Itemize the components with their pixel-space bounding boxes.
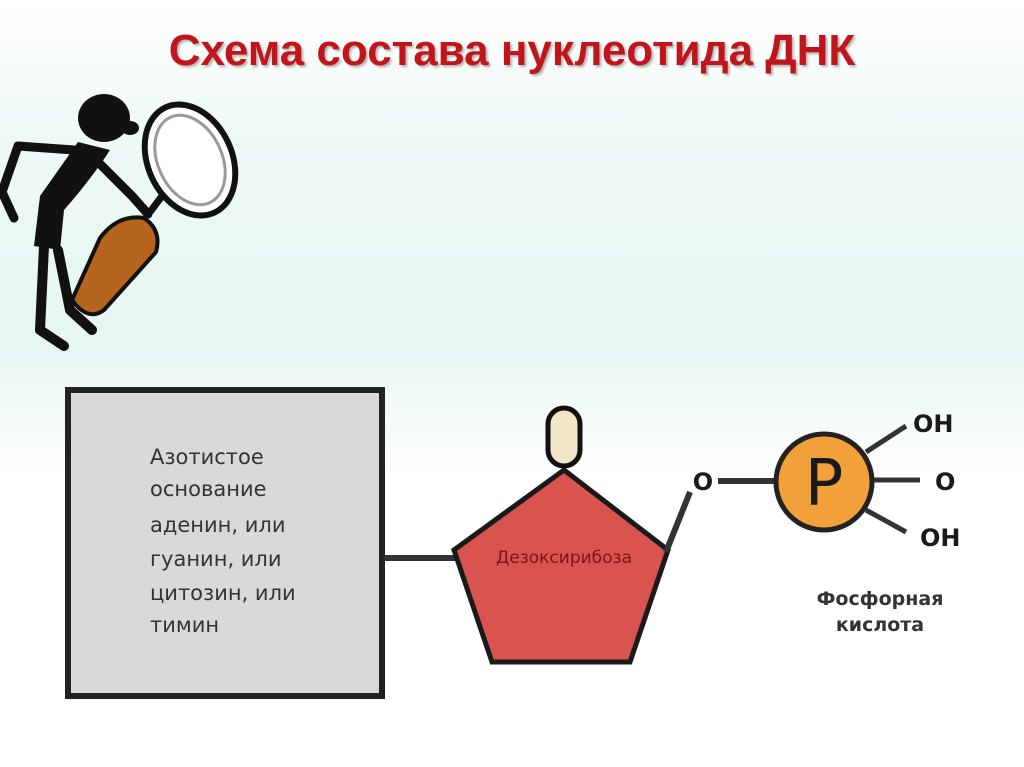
hydroxyl-group: ОН xyxy=(920,524,961,552)
phosphate-group: Р ОН О ОН Фосфорная кислота xyxy=(773,410,961,636)
deoxyribose-pentagon: Дезоксирибоза xyxy=(451,405,671,665)
base-line: тимин xyxy=(150,613,219,637)
oxygen-group: О xyxy=(935,468,955,496)
person-with-magnifier-icon xyxy=(0,94,239,351)
hydroxyl-group: ОН xyxy=(913,410,954,438)
base-line: аденин, или xyxy=(150,513,286,537)
sugar-label: Дезоксирибоза xyxy=(496,548,632,568)
nitrogenous-base-box: Азотистое основание аденин, или гуанин, … xyxy=(65,387,385,699)
phosphorus-symbol: Р xyxy=(805,447,844,521)
base-line: Азотистое xyxy=(150,445,264,469)
base-line: цитозин, или xyxy=(150,581,296,605)
ring-oxygen xyxy=(545,405,583,469)
sugar-oxygen-bond xyxy=(663,490,693,554)
slide-title: Схема состава нуклеотида ДНК xyxy=(168,26,856,75)
base-line: основание xyxy=(150,477,267,501)
bridge-oxygen: О xyxy=(693,468,713,496)
phosphoric-acid-label: Фосфорная xyxy=(817,588,944,610)
phosphoric-acid-label: кислота xyxy=(836,614,924,636)
base-line: гуанин, или xyxy=(150,547,282,571)
